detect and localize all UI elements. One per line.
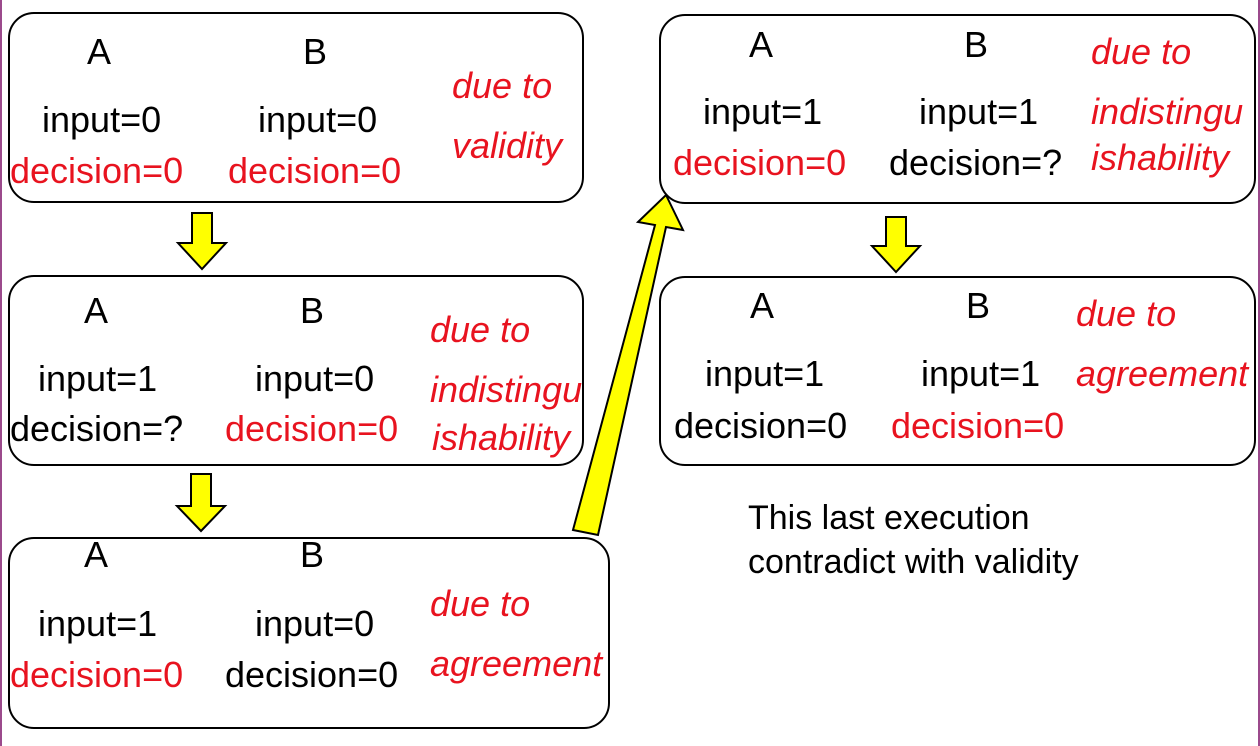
reason-line-2: agreement	[430, 643, 603, 684]
process-b-decision: decision=0	[225, 408, 399, 449]
process-a-decision: decision=0	[674, 405, 848, 446]
process-a-label: A	[87, 31, 112, 72]
process-a-label: A	[750, 285, 775, 326]
execution-box-5	[659, 276, 1256, 466]
process-b-input: input=1	[919, 91, 1039, 132]
process-b-input: input=0	[255, 358, 375, 399]
process-a-decision: decision=?	[10, 408, 184, 449]
conclusion-note-line-2: contradict with validity	[748, 543, 1079, 581]
process-b-input: input=0	[255, 603, 375, 644]
arrow-down-1	[175, 212, 229, 271]
process-a-label: A	[749, 24, 774, 65]
process-a-input: input=1	[705, 353, 825, 394]
process-b-decision: decision=?	[889, 142, 1063, 183]
reason-line-1: due to	[1076, 293, 1177, 334]
execution-box-1	[8, 12, 584, 203]
process-b-input: input=0	[258, 99, 378, 140]
left-frame-line	[0, 0, 2, 746]
execution-box-4	[659, 14, 1256, 204]
arrow-down-3	[869, 216, 923, 274]
process-b-decision: decision=0	[228, 150, 402, 191]
reason-line-1: due to	[452, 65, 553, 106]
process-a-decision: decision=0	[10, 150, 184, 191]
process-a-input: input=1	[703, 91, 823, 132]
reason-line-2: indistingu	[1091, 91, 1244, 132]
process-a-decision: decision=0	[673, 142, 847, 183]
process-b-input: input=1	[921, 353, 1041, 394]
process-a-label: A	[84, 290, 109, 331]
process-b-decision: decision=0	[891, 405, 1065, 446]
arrow-down-2	[174, 473, 228, 533]
process-b-label: B	[300, 534, 325, 575]
reason-line-1: due to	[430, 583, 531, 624]
execution-box-3	[8, 537, 610, 729]
process-b-label: B	[300, 290, 325, 331]
process-b-label: B	[966, 285, 991, 326]
reason-line-3: ishability	[1091, 137, 1230, 178]
process-b-decision: decision=0	[225, 654, 399, 695]
process-a-input: input=1	[38, 358, 158, 399]
arrow-diagonal-up	[571, 193, 685, 537]
reason-line-2: agreement	[1076, 353, 1249, 394]
right-frame-line	[1258, 0, 1260, 746]
reason-line-1: due to	[1091, 31, 1192, 72]
process-a-decision: decision=0	[10, 654, 184, 695]
conclusion-note-line-1: This last execution	[748, 499, 1030, 537]
process-a-input: input=0	[42, 99, 162, 140]
process-a-label: A	[84, 534, 109, 575]
execution-box-2	[8, 275, 584, 466]
reason-line-3: ishability	[432, 417, 571, 458]
reason-line-2: indistingu	[430, 369, 583, 410]
process-b-label: B	[964, 24, 989, 65]
reason-line-2: validity	[452, 125, 563, 166]
reason-line-1: due to	[430, 309, 531, 350]
process-b-label: B	[303, 31, 328, 72]
process-a-input: input=1	[38, 603, 158, 644]
